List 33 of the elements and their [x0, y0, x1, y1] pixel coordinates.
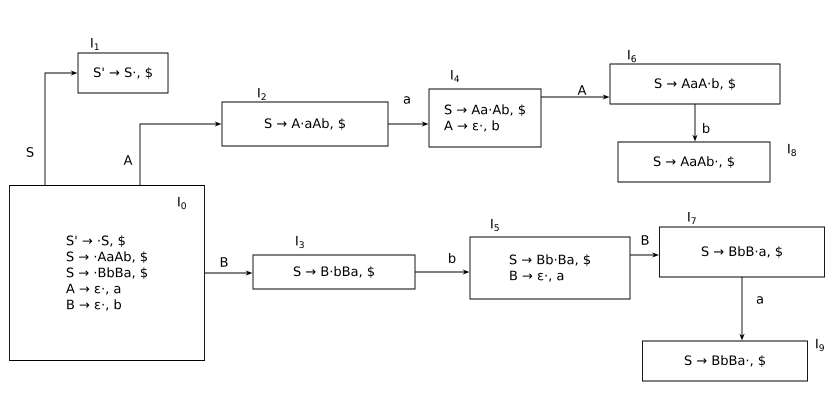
item-set-box: S → Aa·Ab, $ A → ε·, b [428, 88, 542, 148]
edge-label: a [755, 295, 765, 305]
node-label: S → ·AaAb, $ [66, 251, 147, 264]
edge-label: a [402, 95, 412, 105]
edge-label: B [218, 256, 230, 268]
item-set-box: S' → S·, $ [78, 52, 168, 94]
node-label: B → ε·, b [67, 299, 121, 311]
edge-label: A [122, 154, 134, 166]
state-label: I$_{3}$ [296, 236, 304, 248]
node-label: A → ε·, a [66, 284, 120, 295]
state-label: I$_{0}$ [178, 196, 186, 210]
item-set-box: S → AaAb·, $ [618, 142, 770, 182]
item-set-box: S → Bb·Ba, $ B → ε·, a [470, 236, 630, 300]
state-label: I$_{5}$ [491, 218, 499, 232]
state-label: I$_{2}$ [258, 88, 266, 100]
state-label: I$_{6}$ [628, 50, 636, 62]
edge-label: A [576, 84, 588, 96]
item-set-box: S → BbB·a, $ [659, 226, 825, 278]
edge-label: b [700, 122, 712, 134]
state-label: I$_{1}$ [91, 38, 99, 50]
node-label: S → ·BbBa, $ [66, 267, 148, 280]
item-set-box: S → AaA·b, $ [610, 64, 780, 104]
state-label: I$_{9}$ [816, 338, 824, 352]
item-set-box: S → BbBa·, $ [642, 340, 808, 382]
edge-label: b [446, 252, 458, 264]
edge-label: B [640, 234, 650, 246]
edge-label: S [24, 146, 36, 158]
item-set-box: S → A·aAb, $ [222, 102, 388, 146]
item-set-box: S → B·bBa, $ [252, 254, 416, 290]
state-label: I$_{8}$ [788, 144, 796, 156]
state-label: I$_{7}$ [688, 212, 696, 224]
node-label: S' → ·S, $ [66, 235, 125, 248]
state-label: I$_{4}$ [451, 70, 460, 82]
